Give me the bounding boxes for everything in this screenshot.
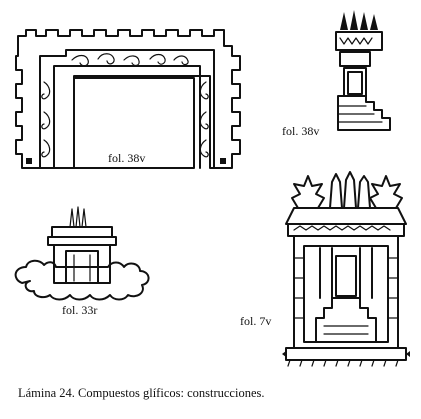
glyph-tower-stairs-drawing [326, 6, 402, 136]
figure-label-2: fol. 38v [282, 124, 320, 138]
glyph-doorway-drawing [14, 26, 244, 174]
figure-label-1: fol. 38v [108, 151, 146, 165]
glyph-shrine-cloud-drawing [12, 205, 156, 301]
figure-label-4: fol. 7v [240, 314, 272, 328]
figure-label-3: fol. 33r [62, 303, 98, 317]
plate-caption: Lámina 24. Compuestos glíficos: construc… [18, 386, 265, 400]
glyph-palace-drawing [280, 168, 412, 368]
